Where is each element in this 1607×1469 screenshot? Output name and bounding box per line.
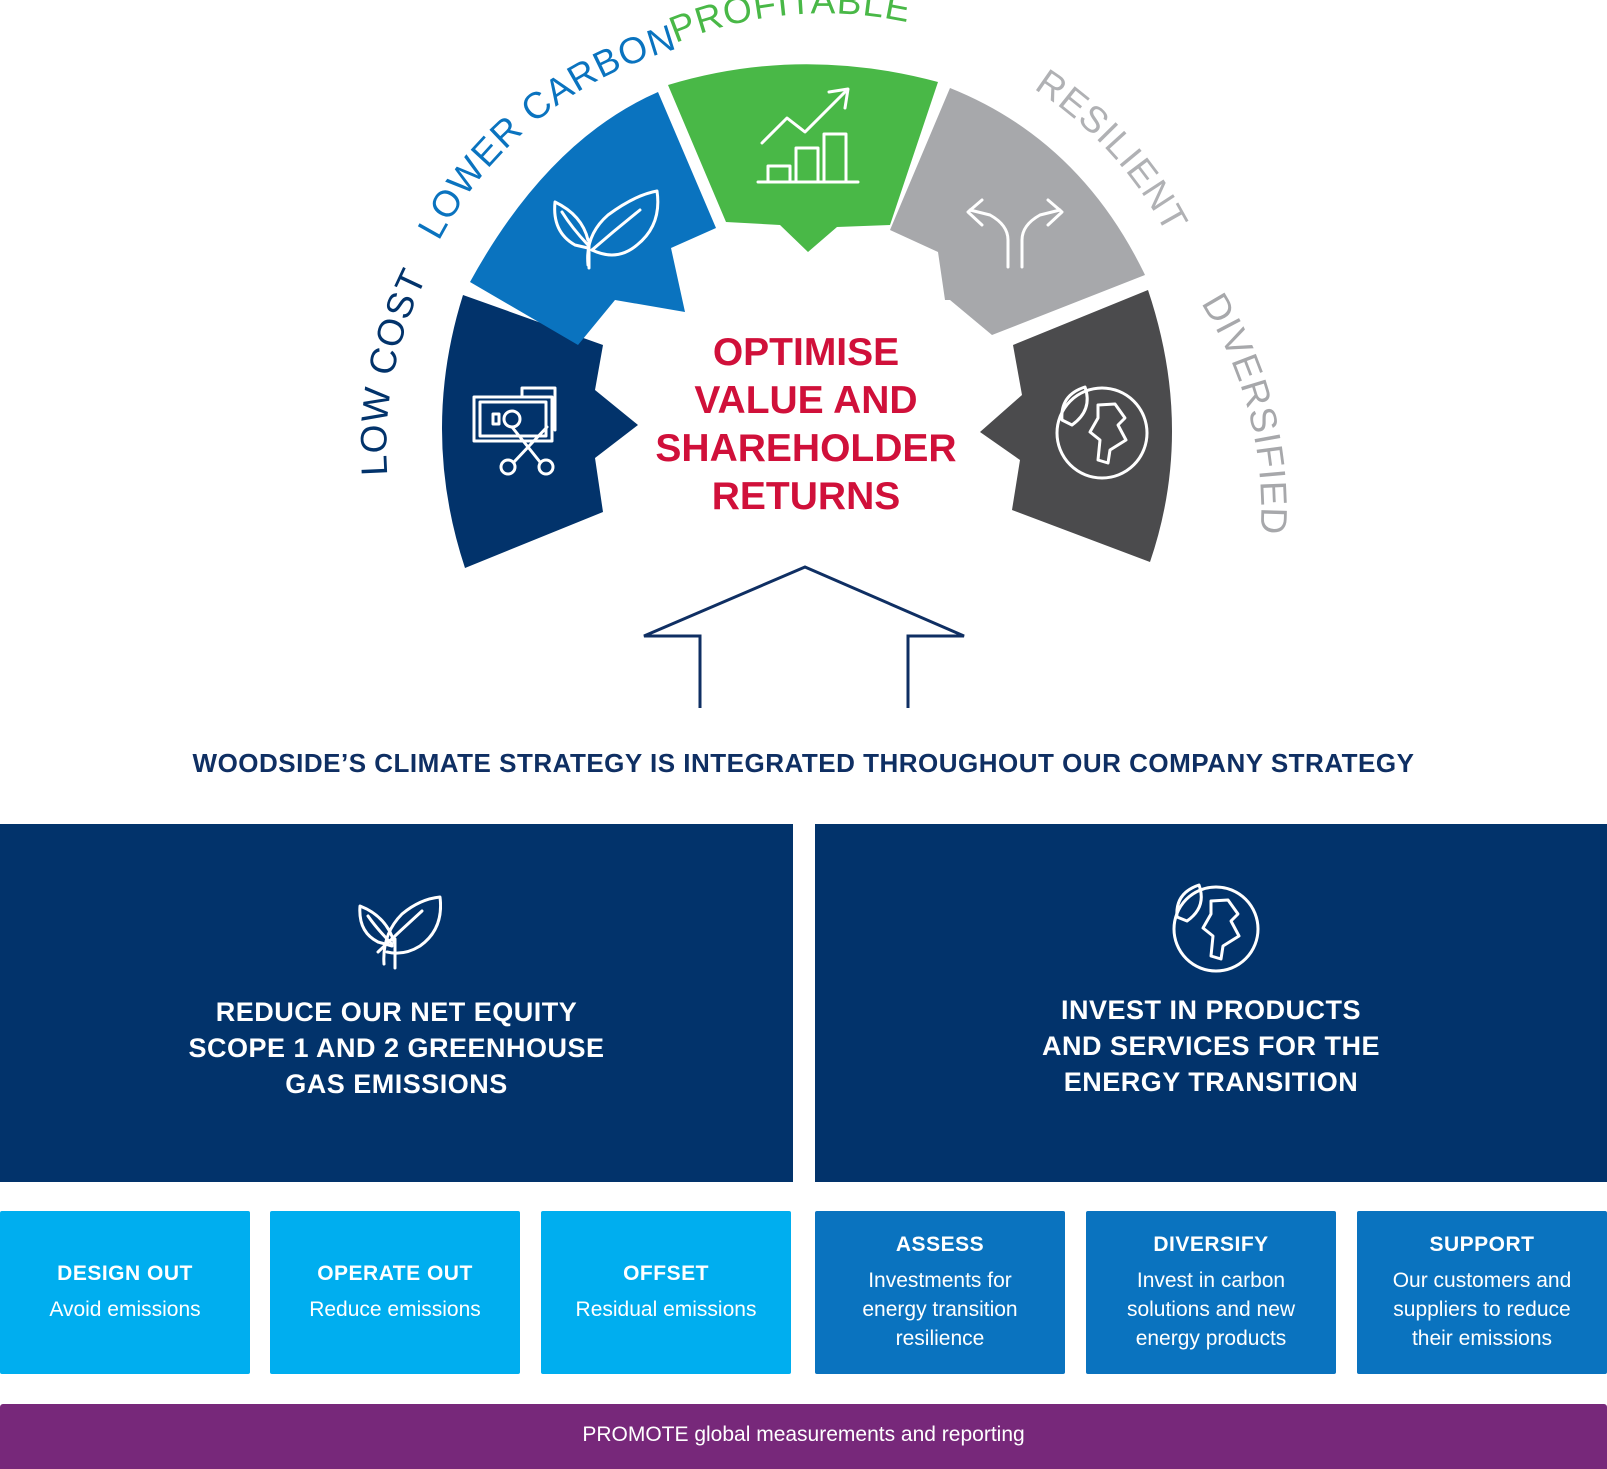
action-title: SUPPORT <box>1429 1232 1535 1256</box>
split-arrow-icon <box>966 198 1064 269</box>
growth-chart-icon <box>756 87 860 184</box>
center-line-3: SHAREHOLDER <box>655 427 956 470</box>
segment-label-profitable: PROFITABLE <box>664 0 915 50</box>
pillar-title: REDUCE OUR NET EQUITY SCOPE 1 AND 2 GREE… <box>188 997 605 1099</box>
center-line-4: RETURNS <box>712 475 901 518</box>
action-title: OFFSET <box>623 1261 709 1285</box>
segment-diversified <box>980 290 1173 562</box>
segment-lower-carbon <box>470 92 716 345</box>
action-diversify: DIVERSIFY Invest in carbon solutions and… <box>1086 1211 1336 1374</box>
wheel-segments <box>441 64 1173 568</box>
segment-profitable <box>668 64 938 252</box>
strategy-wheel: LOW COST LOWER CARBON PROFITABLE RESILIE… <box>353 0 1294 708</box>
center-line-1: OPTIMISE <box>713 331 899 374</box>
action-support: SUPPORT Our customers and suppliers to r… <box>1357 1211 1607 1374</box>
action-desc: Avoid emissions <box>49 1297 201 1321</box>
money-scissors-icon <box>472 386 557 476</box>
action-design-out: DESIGN OUT Avoid emissions <box>0 1211 250 1374</box>
globe-leaf-icon <box>1055 385 1149 480</box>
center-statement: OPTIMISE VALUE AND SHAREHOLDER RETURNS <box>655 331 956 518</box>
pillar-title: INVEST IN PRODUCTS AND SERVICES FOR THE … <box>1041 995 1381 1097</box>
action-title: ASSESS <box>895 1232 985 1256</box>
segment-resilient <box>890 88 1145 335</box>
action-desc: Invest in carbon solutions and new energ… <box>1126 1268 1296 1350</box>
action-desc: Our customers and suppliers to reduce th… <box>1392 1268 1572 1350</box>
action-desc: Residual emissions <box>575 1297 757 1321</box>
globe-leaf-icon <box>1172 883 1260 973</box>
segment-label-diversified: DIVERSIFIED <box>1194 286 1294 536</box>
segment-label-low-cost: LOW COST <box>353 262 434 477</box>
leaf-icon <box>553 189 660 270</box>
action-title: DESIGN OUT <box>57 1261 193 1285</box>
action-title: OPERATE OUT <box>317 1261 473 1285</box>
center-line-2: VALUE AND <box>694 379 917 422</box>
action-assess: ASSESS Investments for energy transition… <box>815 1211 1065 1374</box>
segment-low-cost <box>441 295 638 568</box>
pillar-reduce-emissions: REDUCE OUR NET EQUITY SCOPE 1 AND 2 GREE… <box>0 824 793 1182</box>
strategy-headline: WOODSIDE’S CLIMATE STRATEGY IS INTEGRATE… <box>192 748 1415 778</box>
leaf-icon <box>357 895 442 970</box>
action-desc: Investments for energy transition resili… <box>862 1268 1018 1350</box>
pillar-invest-transition: INVEST IN PRODUCTS AND SERVICES FOR THE … <box>815 824 1607 1182</box>
action-operate-out: OPERATE OUT Reduce emissions <box>270 1211 520 1374</box>
action-desc: Reduce emissions <box>309 1297 481 1321</box>
action-offset: OFFSET Residual emissions <box>541 1211 791 1374</box>
action-title: DIVERSIFY <box>1153 1232 1269 1256</box>
promote-bar: PROMOTE global measurements and reportin… <box>0 1404 1607 1469</box>
up-arrow-outline <box>643 565 965 708</box>
